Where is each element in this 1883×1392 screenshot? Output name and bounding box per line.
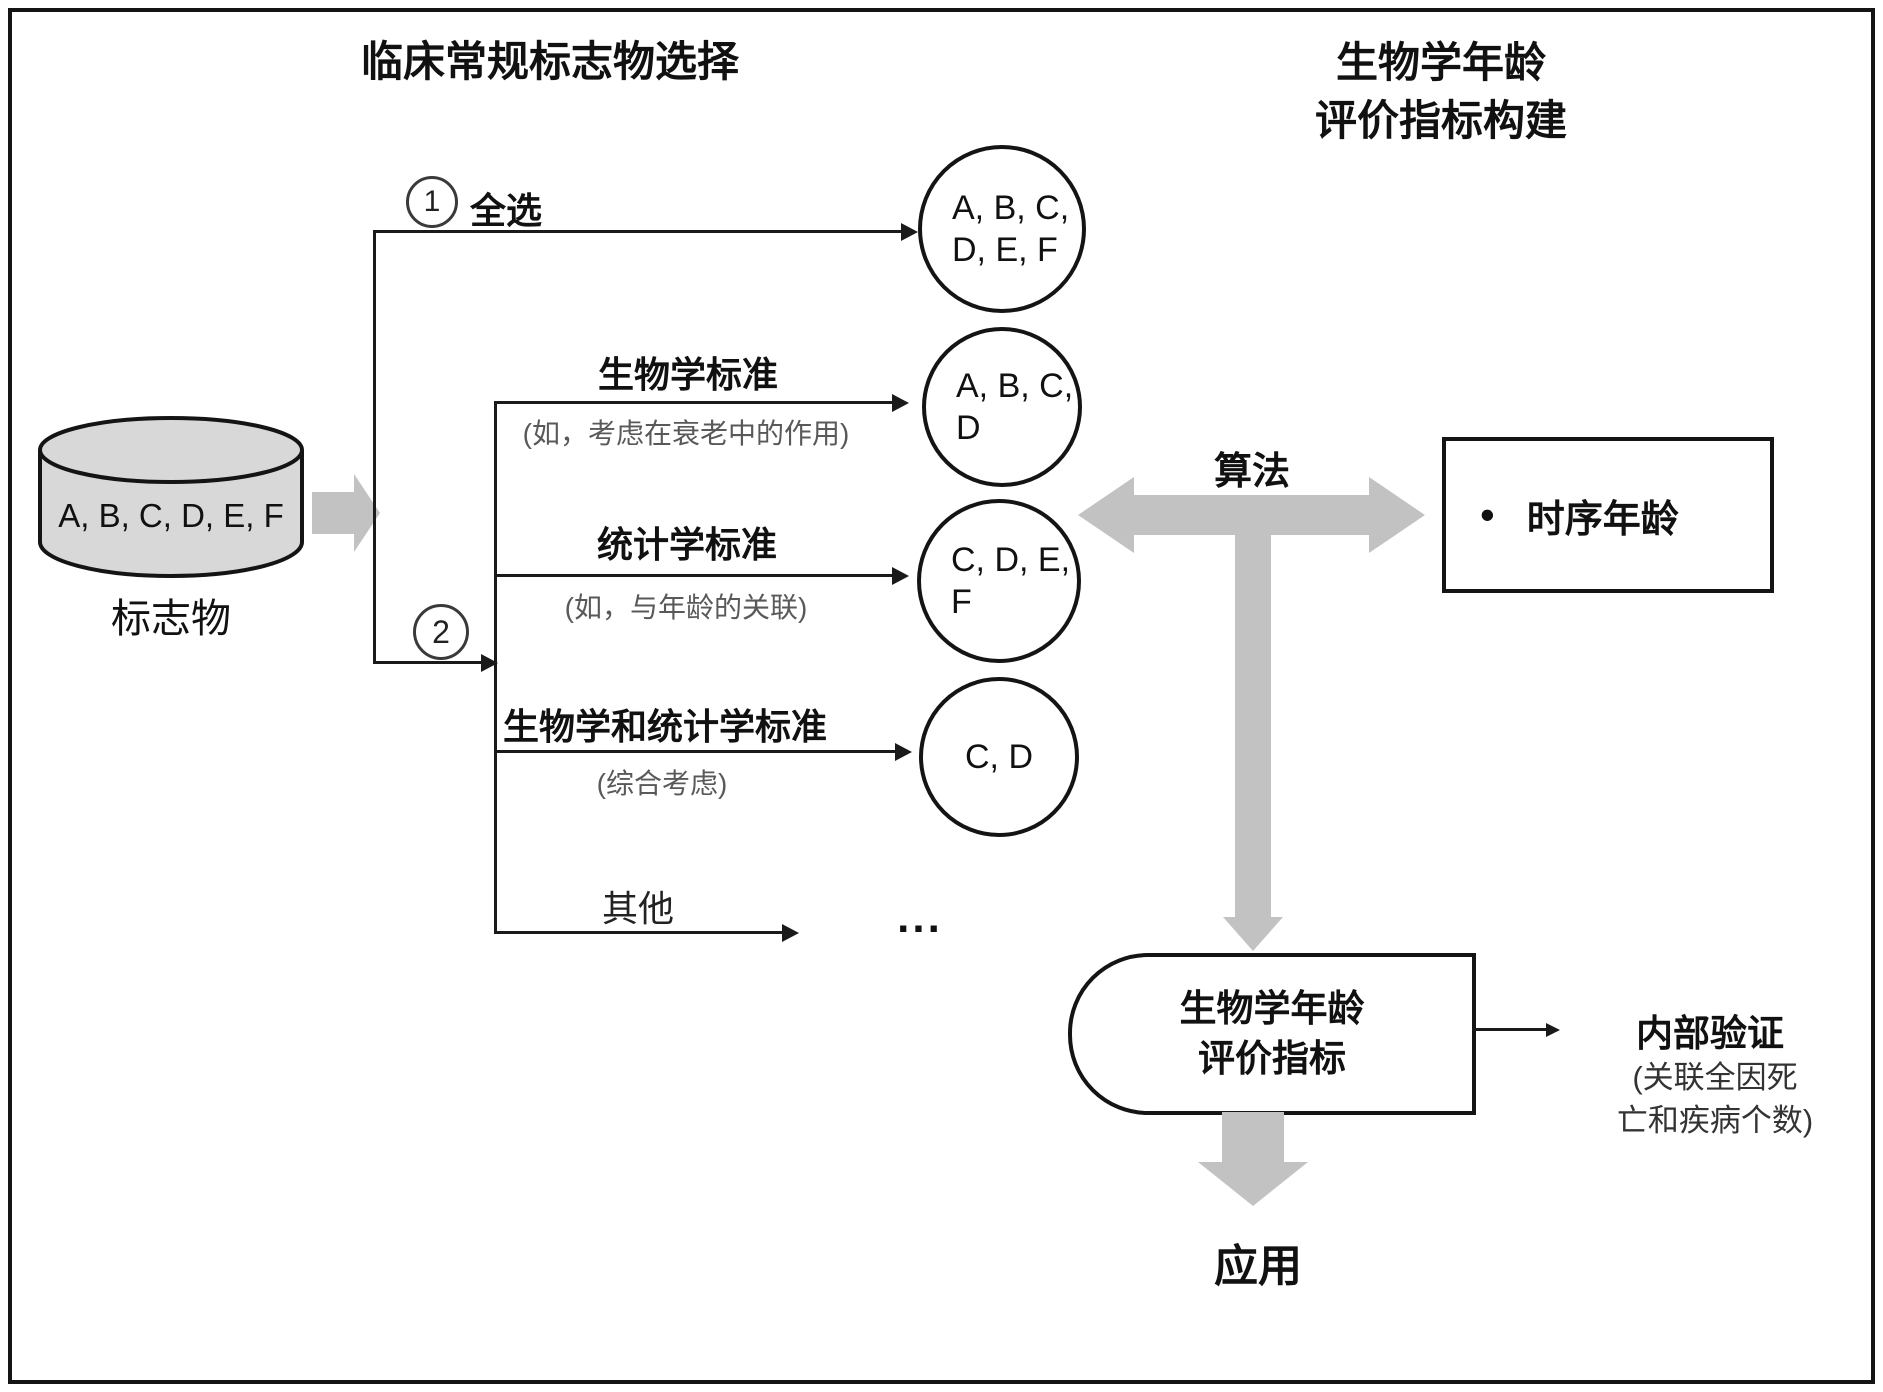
- bioage-index-line1: 生物学年龄: [1179, 988, 1365, 1029]
- sub2-arrowhead: [892, 567, 909, 585]
- sub1-line: [494, 401, 894, 404]
- bioage-index-line2: 评价指标: [1198, 1038, 1346, 1079]
- flow-right-arrow-head: [354, 474, 380, 552]
- branch-trunk-line: [373, 230, 376, 664]
- bullet-icon: •: [1480, 491, 1495, 538]
- result-circle-all-line1: A, B, C,: [952, 189, 1070, 227]
- result-circle-combined: C, D: [919, 677, 1079, 837]
- algorithm-down-arrowhead: [1223, 917, 1283, 951]
- algorithm-down-stem: [1235, 535, 1271, 917]
- branch2-entry-arrowhead: [481, 654, 498, 672]
- result-circle-statistical: C, D, E, F: [917, 499, 1081, 663]
- result-circle-statistical-line1: C, D, E,: [951, 541, 1071, 579]
- branch1-label: 全选: [470, 190, 543, 231]
- sub1-arrowhead: [892, 394, 909, 412]
- chronological-age-box: • 时序年龄: [1442, 437, 1774, 593]
- branch2-number: 2: [432, 613, 450, 650]
- branch2-number-circle: 2: [413, 604, 469, 660]
- sub2-note: (如，与年龄的关联): [564, 592, 808, 623]
- sub1-label: 生物学标准: [597, 354, 778, 395]
- application-label: 应用: [1214, 1242, 1302, 1291]
- branch1-number-circle: 1: [406, 176, 458, 228]
- algorithm-label: 算法: [1213, 451, 1290, 493]
- sub4-arrowhead: [782, 924, 799, 942]
- application-arrowhead: [1198, 1162, 1308, 1206]
- sub3-arrowhead: [895, 743, 912, 761]
- branch2-entry-line: [373, 661, 483, 664]
- title-bioage-construction: 生物学年龄 评价指标构建: [1221, 34, 1661, 150]
- validation-note-line2: 亡和疾病个数): [1616, 1103, 1814, 1138]
- algorithm-arrow-right-head: [1369, 477, 1425, 553]
- title-bioage-line1: 生物学年龄: [1335, 39, 1546, 86]
- branch2-trunk-line: [494, 401, 497, 934]
- cylinder-content: A, B, C, D, E, F: [58, 497, 284, 534]
- sub3-note: (综合考虑): [596, 768, 728, 799]
- marker-database-cylinder: [38, 416, 304, 578]
- sub4-label: 其他: [601, 888, 674, 929]
- flow-right-arrow-shaft: [312, 492, 354, 534]
- branch1-line: [373, 230, 903, 233]
- validation-title: 内部验证: [1636, 1013, 1784, 1054]
- bioage-index-box: 生物学年龄 评价指标: [1068, 953, 1476, 1115]
- algorithm-arrow-left-head: [1078, 477, 1134, 553]
- result-circle-biological: A, B, C, D: [922, 327, 1082, 487]
- marker-caption: 标志物: [111, 597, 231, 641]
- validation-note: (关联全因死 亡和疾病个数): [1565, 1056, 1865, 1142]
- sub3-line: [494, 750, 897, 753]
- validation-note-line1: (关联全因死: [1632, 1060, 1798, 1095]
- branch1-arrowhead: [901, 223, 918, 241]
- result-circle-combined-line1: C, D: [965, 738, 1033, 776]
- title-clinical-selection: 临床常规标志物选择: [360, 38, 739, 85]
- sub2-line: [494, 574, 894, 577]
- sub3-label: 生物学和统计学标准: [502, 706, 827, 747]
- validation-arrowhead: [1546, 1023, 1560, 1037]
- validation-arrow-line: [1472, 1028, 1548, 1031]
- figure-frame: [8, 8, 1875, 1384]
- result-circle-biological-line2: D: [956, 409, 981, 447]
- result-circle-statistical-line2: F: [951, 583, 972, 621]
- application-arrow-shaft: [1222, 1112, 1284, 1162]
- chronological-age-label: 时序年龄: [1526, 498, 1679, 541]
- title-bioage-line2: 评价指标构建: [1314, 97, 1567, 144]
- algorithm-arrow-shaft: [1133, 495, 1369, 535]
- branch1-number: 1: [423, 185, 441, 218]
- result-circle-all-line2: D, E, F: [952, 231, 1058, 269]
- result-circle-all: A, B, C, D, E, F: [918, 145, 1086, 313]
- sub4-line: [494, 931, 784, 934]
- sub1-note: (如，考虑在衰老中的作用): [522, 418, 850, 449]
- sub2-label: 统计学标准: [596, 524, 777, 565]
- result-circle-biological-line1: A, B, C,: [956, 367, 1074, 405]
- others-ellipsis: ...: [897, 893, 943, 942]
